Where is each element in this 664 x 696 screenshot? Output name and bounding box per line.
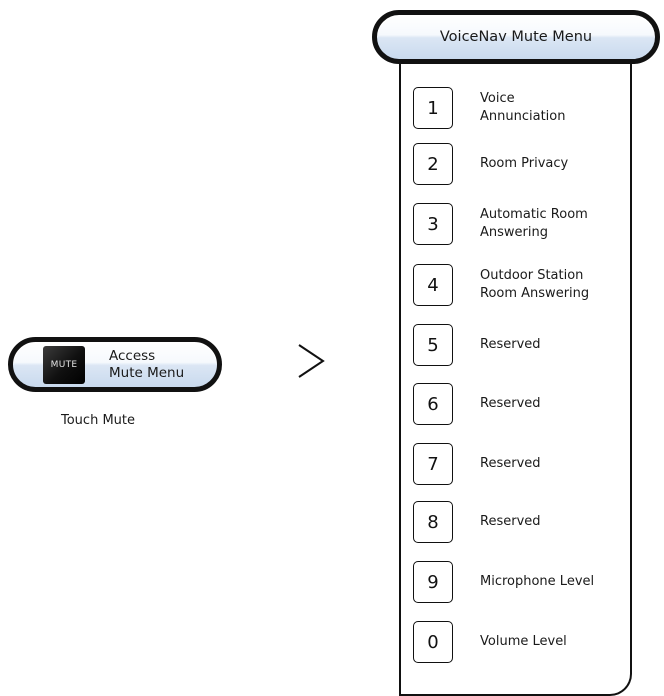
menu-item-label: Microphone Level — [480, 573, 594, 591]
number-key-6[interactable]: 6 — [413, 383, 453, 425]
menu-item-label-line: Reserved — [480, 396, 541, 411]
menu-item-label: Room Privacy — [480, 155, 568, 173]
menu-item-label: Reserved — [480, 455, 541, 473]
menu-item-8[interactable]: 8 Reserved — [413, 501, 653, 543]
number-key-4[interactable]: 4 — [413, 264, 453, 306]
access-label-line2: Mute Menu — [109, 365, 185, 381]
access-mute-menu-button[interactable]: MUTE Access Mute Menu — [8, 337, 222, 392]
access-mute-menu-label: Access Mute Menu — [109, 348, 184, 382]
menu-item-label: Reserved — [480, 395, 541, 413]
arrow-right-icon — [298, 344, 325, 378]
menu-item-label-line: Reserved — [480, 337, 541, 352]
menu-item-label: Volume Level — [480, 633, 567, 651]
menu-item-label: Reserved — [480, 336, 541, 354]
menu-item-label-line: Reserved — [480, 456, 541, 471]
menu-item-label-line: Volume Level — [480, 634, 567, 649]
menu-item-label-line: Automatic Room — [480, 207, 588, 222]
menu-title: VoiceNav Mute Menu — [439, 29, 593, 45]
menu-item-label-line: Answering — [480, 225, 548, 240]
menu-item-label-line: Outdoor Station — [480, 268, 584, 283]
menu-item-label-line: Annunciation — [480, 109, 566, 124]
touch-mute-caption: Touch Mute — [61, 413, 135, 428]
menu-item-7[interactable]: 7 Reserved — [413, 443, 653, 485]
menu-item-0[interactable]: 0 Volume Level — [413, 621, 653, 663]
number-key-0[interactable]: 0 — [413, 621, 453, 663]
menu-item-label-line: Room Privacy — [480, 156, 569, 171]
number-key-9[interactable]: 9 — [413, 561, 453, 603]
menu-item-6[interactable]: 6 Reserved — [413, 383, 653, 425]
menu-title-bar: VoiceNav Mute Menu — [372, 10, 660, 64]
menu-item-label-line: Room Answering — [480, 286, 590, 301]
number-key-2[interactable]: 2 — [413, 143, 453, 185]
menu-item-label-line: Voice — [480, 91, 515, 106]
mute-key-label: MUTE — [50, 360, 78, 370]
number-key-3[interactable]: 3 — [413, 203, 453, 245]
number-key-1[interactable]: 1 — [413, 87, 453, 129]
menu-item-label-line: Microphone Level — [480, 574, 595, 589]
mute-key[interactable]: MUTE — [43, 346, 85, 384]
menu-item-label: Reserved — [480, 513, 541, 531]
menu-item-5[interactable]: 5 Reserved — [413, 324, 653, 366]
menu-item-9[interactable]: 9 Microphone Level — [413, 561, 653, 603]
number-key-8[interactable]: 8 — [413, 501, 453, 543]
number-key-7[interactable]: 7 — [413, 443, 453, 485]
access-label-line1: Access — [109, 348, 156, 364]
menu-item-label-line: Reserved — [480, 514, 541, 529]
menu-item-2[interactable]: 2 Room Privacy — [413, 143, 653, 185]
number-key-5[interactable]: 5 — [413, 324, 453, 366]
